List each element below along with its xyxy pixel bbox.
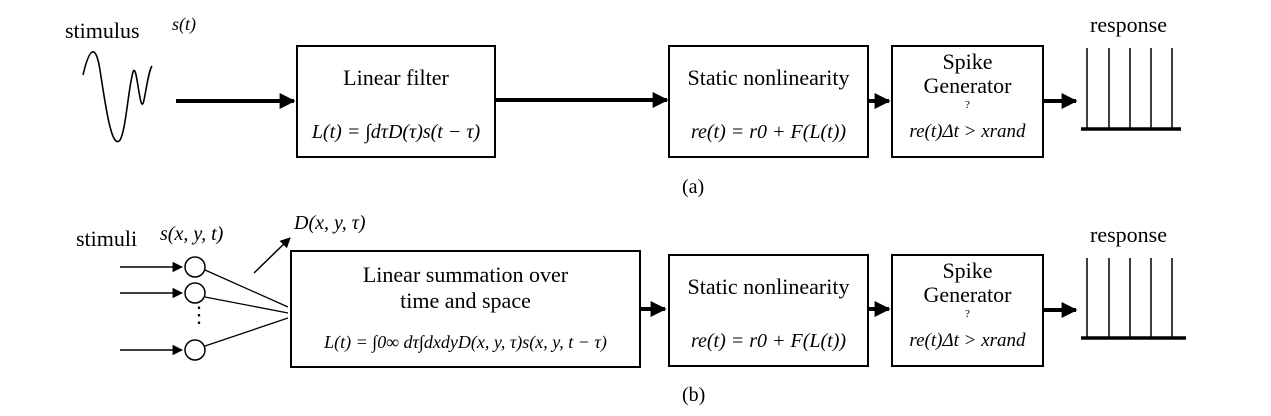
linear-summation-title2: time and space: [400, 288, 531, 313]
linear-filter-title: Linear filter: [343, 65, 449, 90]
static-nonlinearity-title-a: Static nonlinearity: [687, 65, 850, 90]
kernel-arrow: [253, 237, 291, 274]
static-nonlinearity-equation-b: re(t) = r0 + F(L(t)): [690, 330, 847, 352]
stimulus-symbol: s(t): [172, 14, 196, 34]
spike-generator-title2-b: Generator: [923, 282, 1012, 307]
linear-summation-title1: Linear summation over: [362, 262, 569, 287]
stimulus-waveform: [82, 51, 153, 143]
kernel-symbol: D(x, y, τ): [294, 212, 366, 234]
static-nonlinearity-box-a: Static nonlinearity re(t) = r0 + F(L(t)): [668, 45, 869, 158]
response-label-b: response: [1090, 222, 1167, 247]
spike-generator-equation-b: re(t)Δt > xrand: [909, 330, 1026, 351]
caption-a: (a): [682, 176, 705, 198]
linear-filter-box: Linear filter L(t) = ∫dτD(τ)s(t − τ): [296, 45, 496, 158]
static-nonlinearity-equation-a: re(t) = r0 + F(L(t)): [690, 121, 847, 143]
linear-summation-box: Linear summation over time and space L(t…: [290, 250, 641, 368]
stimuli-label: stimuli: [76, 226, 138, 251]
input-node-1: [184, 256, 206, 278]
spike-generator-title1-a: Spike: [942, 49, 993, 74]
input-node-3: [184, 339, 206, 361]
linear-filter-equation: L(t) = ∫dτD(τ)s(t − τ): [311, 121, 481, 143]
spike-generator-title1-b: Spike: [942, 258, 993, 283]
spike-generator-equation-a: re(t)Δt > xrand: [909, 121, 1026, 142]
spike-generator-box-b: Spike Generator ? re(t)Δt > xrand: [891, 254, 1044, 367]
spike-generator-question-a: ?: [965, 99, 970, 111]
connection-2: [204, 296, 289, 314]
spike-train-b: [1081, 258, 1186, 340]
input-ellipsis: ⋮: [188, 302, 210, 327]
linear-summation-equation: L(t) = ∫0∞ dτ∫dxdyD(x, y, τ)s(x, y, t − …: [324, 332, 607, 352]
connection-1: [204, 269, 289, 308]
static-nonlinearity-box-b: Static nonlinearity re(t) = r0 + F(L(t)): [668, 254, 869, 367]
connection-3: [204, 317, 289, 347]
spike-generator-title2-a: Generator: [923, 73, 1012, 98]
spike-train-a: [1081, 48, 1181, 131]
response-label-a: response: [1090, 12, 1167, 37]
spike-generator-box-a: Spike Generator ? re(t)Δt > xrand: [891, 45, 1044, 158]
caption-b: (b): [682, 384, 706, 406]
input-node-2: [184, 282, 206, 304]
static-nonlinearity-title-b: Static nonlinearity: [687, 274, 850, 299]
spike-generator-question-b: ?: [965, 308, 970, 320]
stimulus-label: stimulus: [65, 18, 140, 43]
stimuli-symbol: s(x, y, t): [160, 223, 224, 245]
